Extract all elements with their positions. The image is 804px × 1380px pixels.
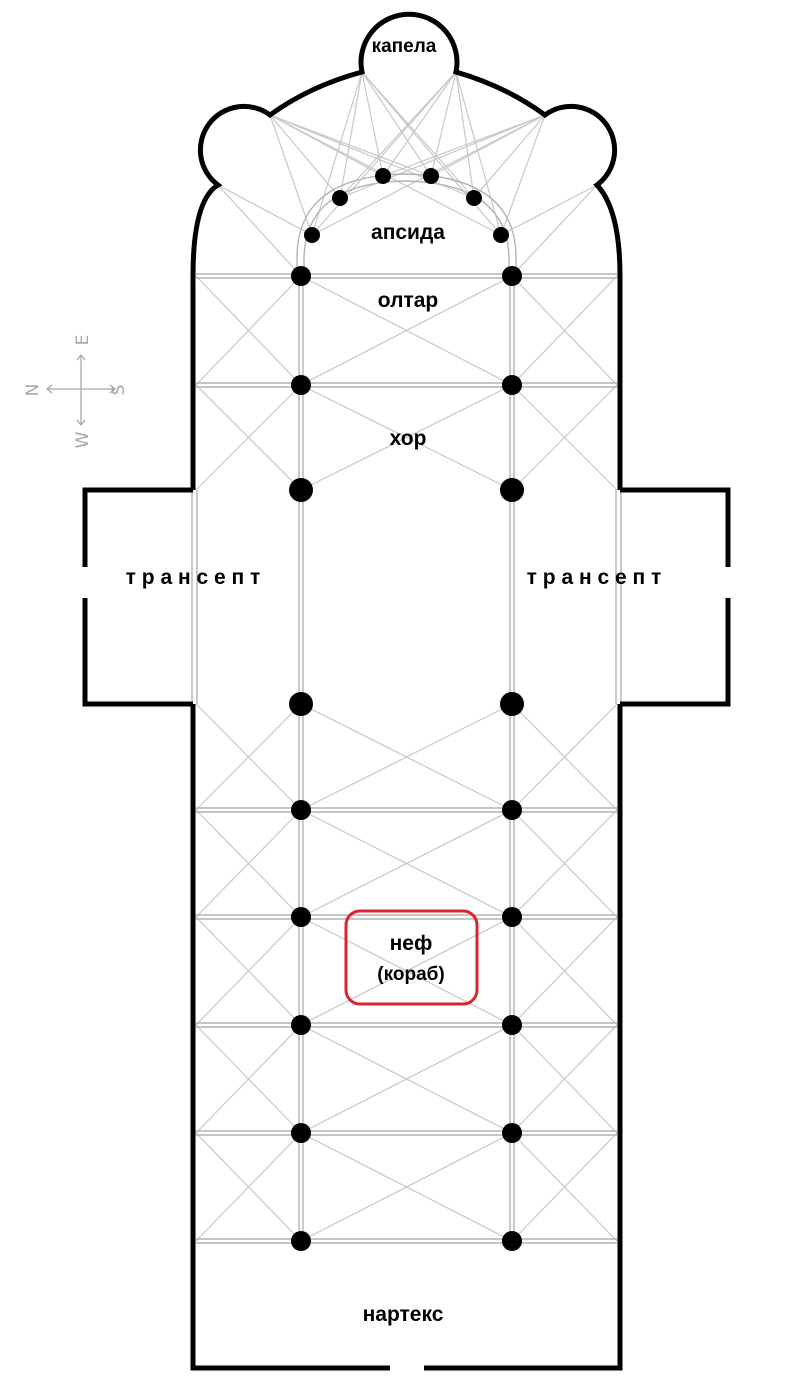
apse-rib	[455, 71, 475, 199]
pier	[502, 800, 522, 820]
apse-rib	[511, 184, 598, 277]
pier	[502, 1015, 522, 1035]
vault-rib	[511, 384, 618, 491]
vault-rib	[511, 1132, 618, 1242]
vault-rib	[195, 916, 302, 1026]
compass-west: W	[73, 431, 93, 448]
pier	[291, 800, 311, 820]
pier	[423, 168, 439, 184]
vault-rib	[511, 809, 618, 918]
vault-ribs	[195, 71, 618, 1242]
transept-south-wall	[620, 487, 731, 707]
nave-highlight-box	[344, 909, 479, 1006]
label-transept-north: т р а н с е п т	[126, 566, 261, 589]
vault-rib	[300, 275, 513, 386]
vault-rib	[511, 275, 618, 386]
apse-rib	[382, 71, 457, 177]
apse-rib	[269, 114, 432, 177]
piers	[289, 168, 524, 1251]
apse-rib	[311, 71, 363, 236]
apse-rib	[269, 114, 341, 199]
pier	[466, 190, 482, 206]
apse-rib	[361, 71, 502, 236]
apse-rib	[430, 114, 546, 177]
apse-rib	[382, 114, 546, 177]
apse-rib	[430, 71, 457, 177]
pier	[289, 692, 313, 716]
pier	[502, 1123, 522, 1143]
vault-rib	[195, 1132, 302, 1242]
pier	[304, 227, 320, 243]
vault-rib	[195, 1024, 302, 1134]
apse-rib	[455, 71, 502, 236]
transept-north-wall	[82, 487, 193, 707]
pier	[375, 168, 391, 184]
pier	[502, 375, 522, 395]
label-narthex: нартекс	[363, 1303, 444, 1326]
pier	[502, 907, 522, 927]
pier	[291, 1015, 311, 1035]
pier	[289, 478, 313, 502]
apse-rib	[361, 71, 432, 177]
nave-wall-west-end	[190, 704, 623, 1371]
vault-rib	[511, 1024, 618, 1134]
pier	[500, 478, 524, 502]
pier	[291, 1231, 311, 1251]
apse-arc	[296, 173, 517, 276]
label-chapel: капела	[372, 36, 437, 57]
vault-rib	[511, 703, 618, 811]
vault-rib	[511, 916, 618, 1026]
outer-walls	[82, 11, 731, 1371]
compass-rose: N E S W	[23, 335, 129, 449]
apse-rib	[217, 184, 313, 236]
pier	[332, 190, 348, 206]
vault-rib	[300, 1132, 513, 1242]
arcade-lines	[191, 273, 622, 1244]
apse-rib	[339, 71, 457, 199]
vault-rib	[195, 703, 302, 811]
compass-south: S	[109, 385, 129, 396]
apse-rib	[311, 71, 457, 236]
label-choir: хор	[390, 427, 427, 450]
pier	[291, 375, 311, 395]
label-nave: неф	[390, 932, 433, 955]
compass-north: N	[23, 384, 43, 397]
vault-rib	[195, 809, 302, 918]
vault-rib	[195, 384, 302, 491]
compass-east: E	[73, 335, 93, 346]
main-outline	[190, 11, 623, 490]
pier	[291, 907, 311, 927]
label-altar: олтар	[378, 289, 438, 312]
vault-rib	[300, 809, 513, 918]
pier	[493, 227, 509, 243]
apse-rib	[339, 71, 363, 199]
apse-rib	[500, 184, 598, 236]
apse-rib	[500, 114, 546, 236]
apse-rib	[361, 71, 384, 177]
pier	[502, 1231, 522, 1251]
pier	[291, 266, 311, 286]
apse-rib	[269, 114, 313, 236]
apse-rib	[217, 184, 302, 277]
vault-rib	[300, 384, 513, 491]
label-nave-alt: (кораб)	[377, 964, 444, 985]
label-transept-south: т р а н с е п т	[527, 566, 662, 589]
pier	[502, 266, 522, 286]
apse-rib	[473, 114, 546, 199]
vault-rib	[195, 275, 302, 386]
vault-rib	[300, 703, 513, 811]
pier	[291, 1123, 311, 1143]
pier	[500, 692, 524, 716]
label-apse: апсида	[371, 221, 445, 244]
vault-rib	[300, 1024, 513, 1134]
